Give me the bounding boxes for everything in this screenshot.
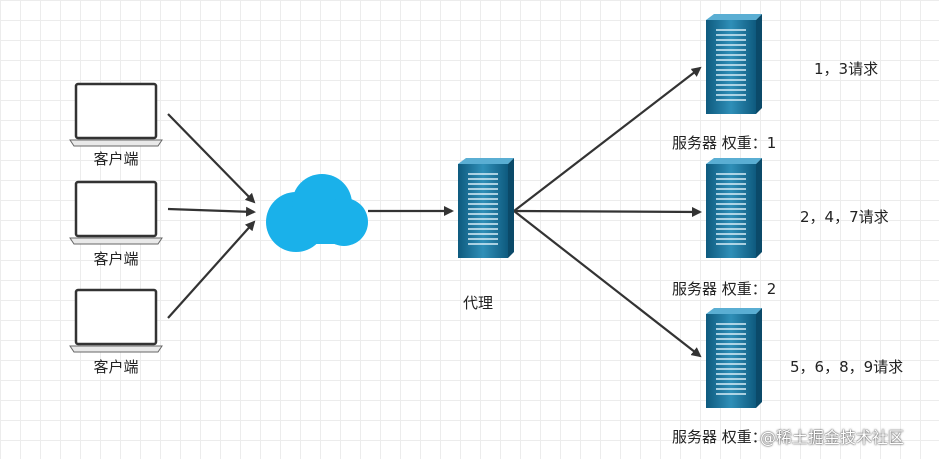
client-laptop-icon (68, 180, 164, 246)
client-label: 客户端 (93, 150, 139, 168)
client-label: 客户端 (93, 358, 139, 376)
proxy-server-icon (457, 157, 515, 259)
server-icon (705, 13, 763, 115)
request-label: 5，6，8，9请求 (790, 358, 904, 376)
server-label: 服务器 权重： (672, 428, 767, 446)
client-laptop-icon (68, 82, 164, 148)
server-label: 服务器 权重：1 (672, 134, 777, 152)
client-label: 客户端 (93, 250, 139, 268)
request-label: 1，3请求 (814, 60, 879, 78)
arrow-proxy-server2 (513, 206, 702, 217)
watermark-text: @稀土掘金技术社区 (760, 428, 905, 447)
request-label: 2，4，7请求 (800, 208, 889, 226)
arrow-client3-cloud (167, 220, 256, 319)
server-label: 服务器 权重：2 (672, 280, 777, 298)
arrow-proxy-server1 (513, 66, 702, 212)
server-icon (705, 157, 763, 259)
arrow-proxy-server3 (513, 210, 702, 358)
cloud-icon (266, 174, 368, 252)
client-laptop-icon (68, 288, 164, 354)
arrow-client2-cloud (167, 206, 256, 217)
proxy-label: 代理 (462, 294, 494, 312)
server-icon (705, 307, 763, 409)
arrow-client1-cloud (167, 113, 256, 204)
